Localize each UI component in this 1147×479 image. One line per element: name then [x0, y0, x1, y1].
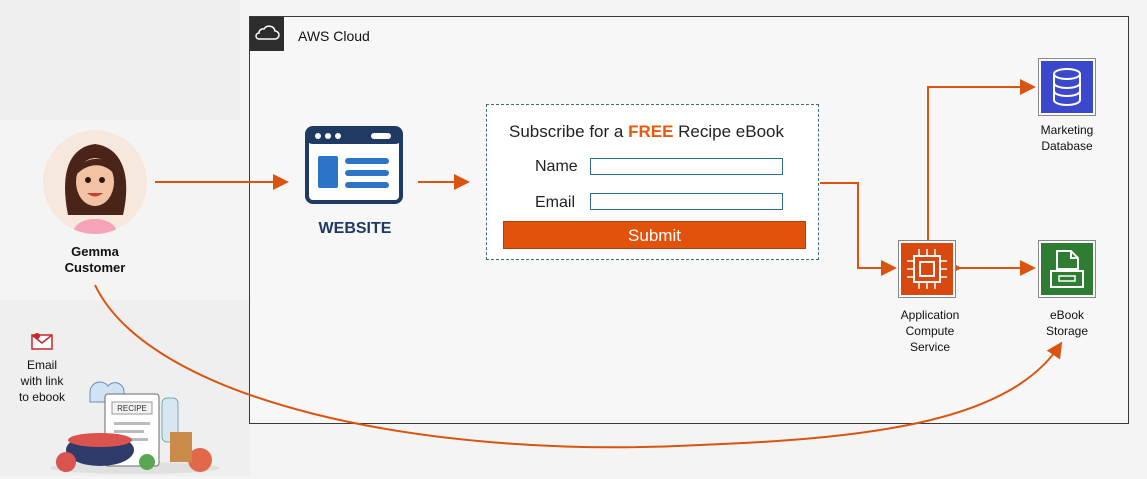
arrow-email-to-storage [94, 284, 1063, 449]
aws-cloud-title: AWS Cloud [298, 28, 370, 44]
recipe-illustration: RECIPE [50, 372, 220, 474]
form-title: Subscribe for a FREE Recipe eBook [509, 122, 784, 141]
arrow-form-to-compute [820, 182, 897, 276]
storage-label: eBook Storage [1045, 308, 1089, 338]
submit-button[interactable]: Submit [503, 221, 806, 249]
compute-label: Application Compute Service [900, 308, 960, 354]
storage-icon [1038, 240, 1096, 298]
cloud-icon [250, 17, 284, 51]
chip-icon [898, 240, 956, 298]
background-shape [0, 0, 240, 120]
browser-window-icon [305, 126, 403, 204]
database-label: Marketing Database [1040, 123, 1094, 153]
email-label: Email [535, 194, 576, 211]
name-field[interactable] [590, 158, 783, 175]
envelope-icon [31, 332, 53, 350]
website-label: WEBSITE [318, 220, 392, 237]
name-label: Name [535, 158, 578, 175]
aws-cloud-container: AWS Cloud [249, 16, 1129, 424]
email-field[interactable] [590, 193, 783, 210]
database-icon [1038, 58, 1096, 116]
customer-name: Gemma Customer [64, 244, 126, 275]
email-notice: Email with link to ebook [18, 358, 66, 404]
arrow-compute-to-database [927, 79, 1036, 240]
avatar [43, 130, 147, 234]
recipe-card-label: RECIPE [117, 404, 147, 413]
subscribe-form: Subscribe for a FREE Recipe eBook Name E… [486, 104, 819, 260]
